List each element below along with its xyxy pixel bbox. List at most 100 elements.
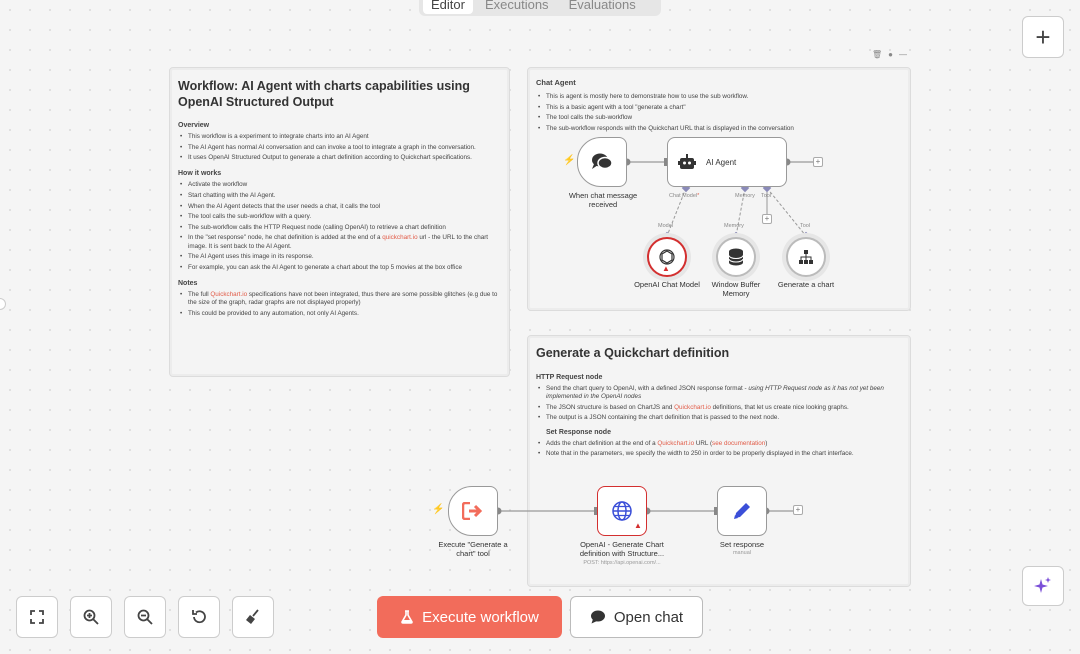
window-buffer-memory-label: Window Buffer Memory xyxy=(711,280,761,298)
pencil-icon xyxy=(734,503,750,519)
set-response-subtitle: manual xyxy=(732,550,752,556)
how-heading: How it works xyxy=(178,170,222,178)
tab-editor[interactable]: Editor xyxy=(423,0,473,14)
set-response-node[interactable] xyxy=(717,486,767,536)
set-response-label: Set response xyxy=(719,540,765,549)
tidy-up-button[interactable] xyxy=(232,596,274,638)
memory-input-label: Memory xyxy=(724,223,744,229)
openai-chat-model-label: OpenAI Chat Model xyxy=(634,280,700,289)
sitemap-icon xyxy=(799,250,813,264)
broom-icon xyxy=(246,609,259,624)
zoom-in-button[interactable] xyxy=(70,596,112,638)
open-chat-label: Open chat xyxy=(613,608,684,626)
memory-port-label: Memory xyxy=(735,193,755,199)
generate-chart-label: Generate a chart xyxy=(777,280,835,289)
tab-executions[interactable]: Executions xyxy=(484,0,549,12)
robot-icon xyxy=(678,154,696,169)
trigger-bolt-icon: ⚡ xyxy=(432,504,445,515)
list-item: For example, you can ask the AI Agent to… xyxy=(178,264,501,272)
text: ) xyxy=(765,439,768,447)
documentation-link[interactable]: see documentation xyxy=(712,439,766,447)
list-item: The tool calls the sub-workflow xyxy=(536,114,902,122)
text: using HTTP Request node as it has not ye… xyxy=(546,385,884,401)
ai-agent-label: AI Agent xyxy=(706,157,737,167)
execute-trigger-label: Execute "Generate a chart" tool xyxy=(438,540,508,558)
openai-chat-model-node[interactable] xyxy=(647,237,687,277)
sticky-actions: 🗑 ● — xyxy=(872,50,907,59)
fullscreen-icon xyxy=(30,610,44,624)
chat-bubbles-icon xyxy=(592,153,613,170)
execute-workflow-label: Execute workflow xyxy=(422,608,539,626)
quickchart-link[interactable]: Quickchart.io xyxy=(674,403,711,411)
undo-icon xyxy=(192,610,206,624)
execute-trigger-node[interactable] xyxy=(448,486,498,536)
zoom-out-button[interactable] xyxy=(124,596,166,638)
list-item: When the AI Agent detects that the user … xyxy=(178,203,501,211)
quickchart-link[interactable]: quickchart.io xyxy=(382,234,418,242)
chat-icon xyxy=(590,610,605,624)
quickchart-link[interactable]: Quickchart.io xyxy=(210,290,248,298)
list-item: The sub-workflow responds with the Quick… xyxy=(536,125,902,133)
note-title: Workflow: AI Agent with charts capabilit… xyxy=(178,79,470,109)
text: specifications have not been integrated,… xyxy=(188,290,498,307)
list-item: The output is a JSON containing the char… xyxy=(536,414,902,422)
open-chat-button[interactable]: Open chat xyxy=(570,596,703,638)
list-item: The full Quickchart.io specifications ha… xyxy=(178,291,501,307)
text: url - the URL to the chart image. It is … xyxy=(188,234,489,250)
view-tabs: Editor Executions Evaluations xyxy=(419,0,661,16)
chat-trigger-node[interactable] xyxy=(577,137,627,187)
list-item: This could be provided to any automation… xyxy=(178,310,501,318)
canvas-edge-handle[interactable] xyxy=(0,298,6,310)
trash-icon[interactable]: 🗑 xyxy=(872,50,883,59)
text: Send the chart query to OpenAI, with a d… xyxy=(546,385,747,392)
http-heading: HTTP Request node xyxy=(536,374,603,381)
openai-http-node[interactable] xyxy=(597,486,647,536)
text: Chat Model xyxy=(669,193,698,199)
quickchart-link[interactable]: Quickchart.io xyxy=(657,439,695,447)
model-port-label: Model xyxy=(658,223,673,229)
openai-http-subtitle: POST: https://api.openai.com/... xyxy=(583,560,661,566)
list-item: This is agent is mostly here to demonstr… xyxy=(536,93,902,101)
ai-assistant-button[interactable] xyxy=(1022,566,1064,606)
warning-icon: ▲ xyxy=(662,264,670,273)
text: The JSON structure is based on ChartJS a… xyxy=(546,403,673,411)
reset-zoom-button[interactable] xyxy=(178,596,220,638)
list-item: This is a basic agent with a tool "gener… xyxy=(536,104,902,112)
warning-icon: ▲ xyxy=(634,521,642,530)
list-item: Start chatting with the AI Agent. xyxy=(178,192,501,200)
list-item: Note that in the parameters, we specify … xyxy=(536,450,902,458)
generate-chart-node[interactable] xyxy=(786,237,826,277)
sign-out-icon xyxy=(462,502,483,520)
tool-port-label: Tool xyxy=(761,193,772,199)
sticky-note-quickchart[interactable]: Generate a Quickchart definition HTTP Re… xyxy=(527,335,911,587)
plus-icon: + xyxy=(1035,21,1051,52)
sticky-note-overview[interactable]: Workflow: AI Agent with charts capabilit… xyxy=(169,67,510,377)
trigger-bolt-icon: ⚡ xyxy=(563,155,576,166)
palette-icon[interactable]: ● xyxy=(888,50,893,59)
list-item: The sub-workflow calls the HTTP Request … xyxy=(178,224,501,232)
sparkles-icon xyxy=(1034,577,1051,593)
list-item: The tool calls the sub-workflow with a q… xyxy=(178,213,501,221)
required-marker: * xyxy=(697,193,700,199)
list-item: Send the chart query to OpenAI, with a d… xyxy=(536,385,902,401)
fit-view-button[interactable] xyxy=(16,596,58,638)
sticky-note-chat-agent[interactable]: Chat Agent This is agent is mostly here … xyxy=(527,67,911,311)
set-heading: Set Response node xyxy=(546,428,611,436)
list-item: Activate the workflow xyxy=(178,181,501,189)
overview-heading: Overview xyxy=(178,122,210,129)
add-next-node-button[interactable]: + xyxy=(793,505,803,515)
globe-icon xyxy=(612,501,632,521)
execute-workflow-button[interactable]: Execute workflow xyxy=(377,596,562,638)
list-item: This workflow is a experiment to integra… xyxy=(178,133,501,141)
more-icon[interactable]: — xyxy=(899,50,907,59)
text: Adds the chart definition at the end of … xyxy=(546,439,656,447)
tab-evaluations[interactable]: Evaluations xyxy=(568,0,636,12)
window-buffer-memory-node[interactable] xyxy=(716,237,756,277)
flask-icon xyxy=(401,610,413,624)
ai-agent-node[interactable]: AI Agent xyxy=(667,137,787,187)
zoom-in-icon xyxy=(83,609,99,625)
text: URL ( xyxy=(695,439,713,447)
add-next-node-button[interactable]: + xyxy=(813,157,823,167)
add-tool-button[interactable]: + xyxy=(762,214,772,224)
add-node-button[interactable]: + xyxy=(1022,16,1064,58)
